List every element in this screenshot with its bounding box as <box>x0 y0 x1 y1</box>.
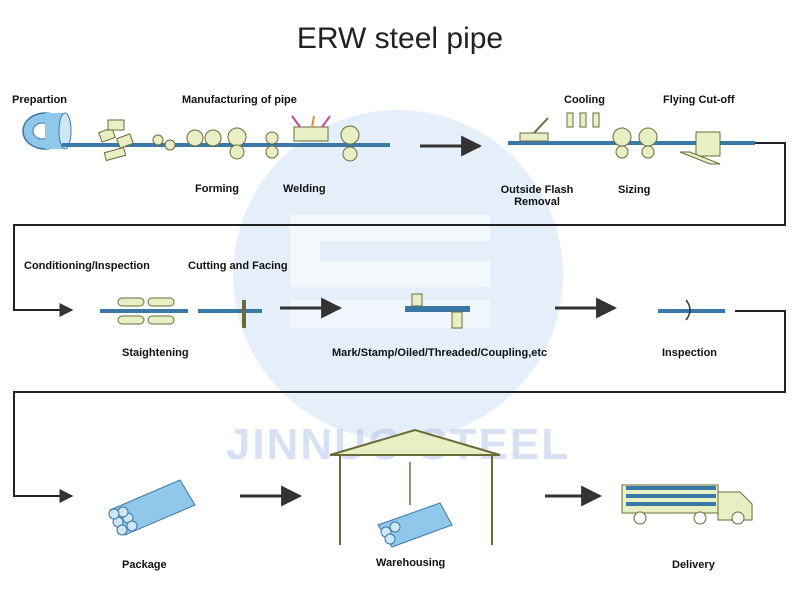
page-title: ERW steel pipe <box>296 22 504 55</box>
inspection-mark <box>685 299 691 321</box>
flash-removal-tool <box>519 117 549 142</box>
label-marking: Mark/Stamp/Oiled/Threaded/Coupling,etc <box>332 347 548 359</box>
delivery-truck <box>621 484 753 525</box>
label-cutting: Cutting and Facing <box>188 260 288 272</box>
label-flash-removal-2: Removal <box>514 196 560 208</box>
warehouse-structure <box>329 428 501 545</box>
marking-equipment <box>411 293 463 329</box>
connector-row2-row3 <box>13 310 786 503</box>
pipe-bundle <box>108 479 196 536</box>
flow-arrows <box>240 135 618 507</box>
label-sizing: Sizing <box>618 184 651 196</box>
cooling-nozzles <box>566 112 600 128</box>
straightening-rolls <box>117 297 175 325</box>
label-flying-cutoff: Flying Cut-off <box>663 94 735 106</box>
label-delivery: Delivery <box>672 559 715 571</box>
warehouse-pipe-bundle <box>377 502 453 548</box>
flow-connectors <box>13 142 786 503</box>
label-manufacturing: Manufacturing of pipe <box>182 94 297 106</box>
sizing-rolls <box>612 127 658 159</box>
flying-cutoff-machine <box>679 131 721 165</box>
label-cooling: Cooling <box>564 94 605 106</box>
label-flash-removal-1: Outside Flash <box>500 184 574 196</box>
connector-row1-row2 <box>13 142 786 317</box>
cutting-blade <box>242 300 246 328</box>
label-preparation: Prepartion <box>12 94 68 106</box>
welding-unit <box>291 115 331 142</box>
label-inspection: Inspection <box>662 347 718 359</box>
label-welding: Welding <box>283 183 326 195</box>
forming-stands <box>98 119 360 162</box>
label-forming: Forming <box>195 183 239 195</box>
steel-coil <box>22 112 72 150</box>
label-straightening: Staightening <box>122 347 189 359</box>
label-warehousing: Warehousing <box>376 557 446 569</box>
label-package: Package <box>122 559 167 571</box>
label-conditioning: Conditioning/Inspection <box>24 260 150 272</box>
